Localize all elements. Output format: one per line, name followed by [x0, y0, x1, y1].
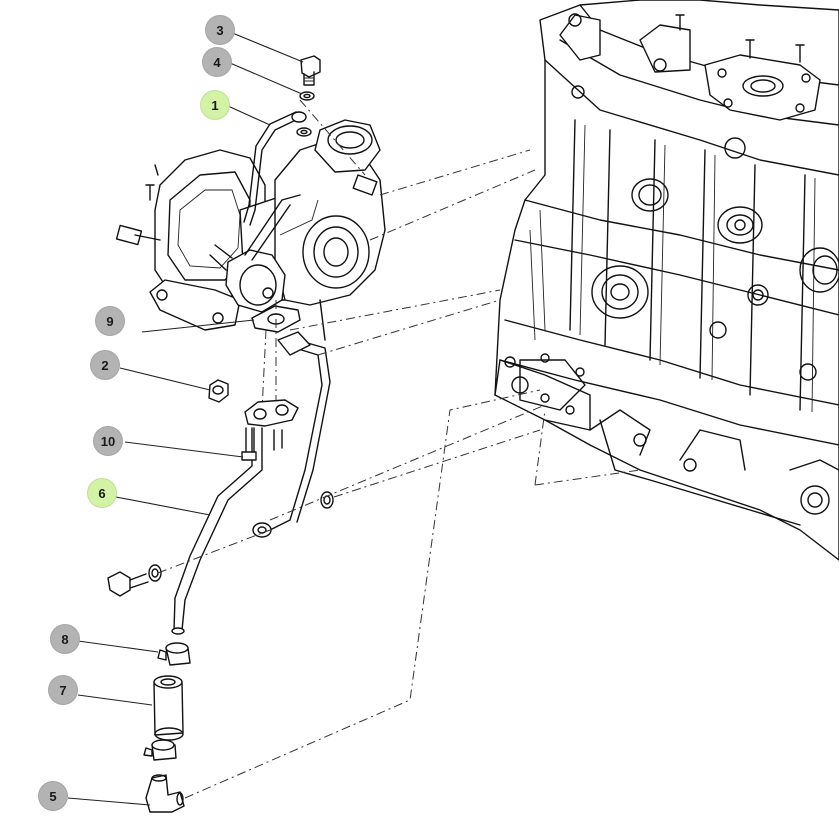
callout-1: 1	[200, 90, 230, 120]
callout-9: 9	[95, 306, 125, 336]
callout-5: 5	[38, 781, 68, 811]
sealing-washer	[299, 91, 315, 101]
rubber-hose	[153, 675, 184, 741]
copper-washer	[320, 491, 334, 509]
banjo-bolt	[300, 55, 321, 86]
engine-block	[494, 0, 839, 561]
callout-leaders	[67, 31, 304, 806]
callout-8: 8	[50, 624, 80, 654]
hose-clamp-lower	[143, 739, 177, 761]
callout-3: 3	[205, 15, 235, 45]
oil-return-pipe	[171, 399, 299, 635]
hose-clamp-upper	[157, 642, 191, 666]
callout-10: 10	[93, 426, 123, 456]
callout-7: 7	[48, 675, 78, 705]
callout-4: 4	[202, 47, 232, 77]
turbocharger	[115, 119, 386, 331]
assembly-lines	[157, 99, 641, 799]
oil-line	[252, 299, 331, 538]
hex-nut	[208, 379, 229, 403]
callout-2: 2	[90, 350, 120, 380]
oil-feed-pipe	[243, 111, 307, 226]
callout-6: 6	[87, 478, 117, 508]
elbow-fitting	[145, 774, 185, 813]
drain-bolt	[107, 564, 162, 597]
